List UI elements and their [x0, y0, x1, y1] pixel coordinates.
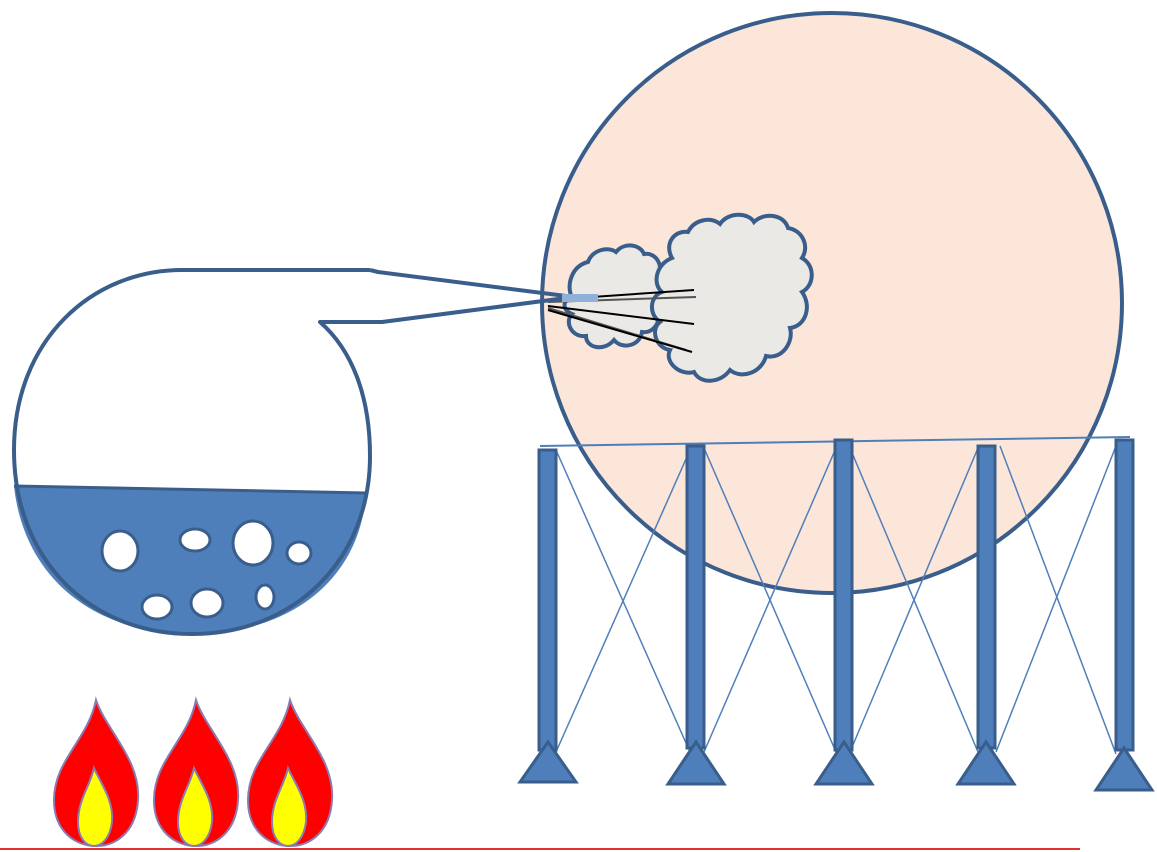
- delivery-tube-top: [369, 268, 567, 298]
- flask-outline: [12, 268, 567, 636]
- support-foot: [1093, 745, 1155, 792]
- support-foot: [665, 739, 727, 786]
- support-foot: [813, 739, 875, 786]
- boiling-bubbles: [100, 519, 313, 621]
- bubble: [254, 583, 276, 611]
- bubble: [178, 527, 212, 553]
- bubble: [189, 587, 225, 619]
- support-foot: [517, 739, 579, 784]
- tank-support-structure: [517, 436, 1155, 792]
- bubble: [140, 593, 174, 621]
- cross-bracing: [555, 445, 1117, 755]
- support-legs: [537, 438, 1135, 752]
- support-feet: [517, 739, 1155, 792]
- burner-flames: [52, 696, 334, 848]
- vapor-cloud-large-icon: [650, 212, 814, 383]
- support-leg: [537, 448, 558, 752]
- support-leg: [1114, 438, 1135, 752]
- flame-icon: [52, 696, 140, 848]
- delivery-tube-tip: [562, 294, 598, 302]
- flame-icon: [246, 696, 334, 848]
- support-leg: [685, 444, 706, 750]
- support-leg: [976, 444, 997, 750]
- liquid-surface: [13, 484, 367, 495]
- round-bottom-flask-icon: [12, 268, 598, 636]
- flame-icon: [152, 696, 240, 848]
- bubble: [285, 540, 313, 566]
- support-leg: [833, 438, 854, 752]
- bubble: [100, 529, 140, 573]
- bubble: [231, 519, 275, 567]
- flask-liquid: [14, 486, 366, 634]
- support-foot: [955, 739, 1017, 786]
